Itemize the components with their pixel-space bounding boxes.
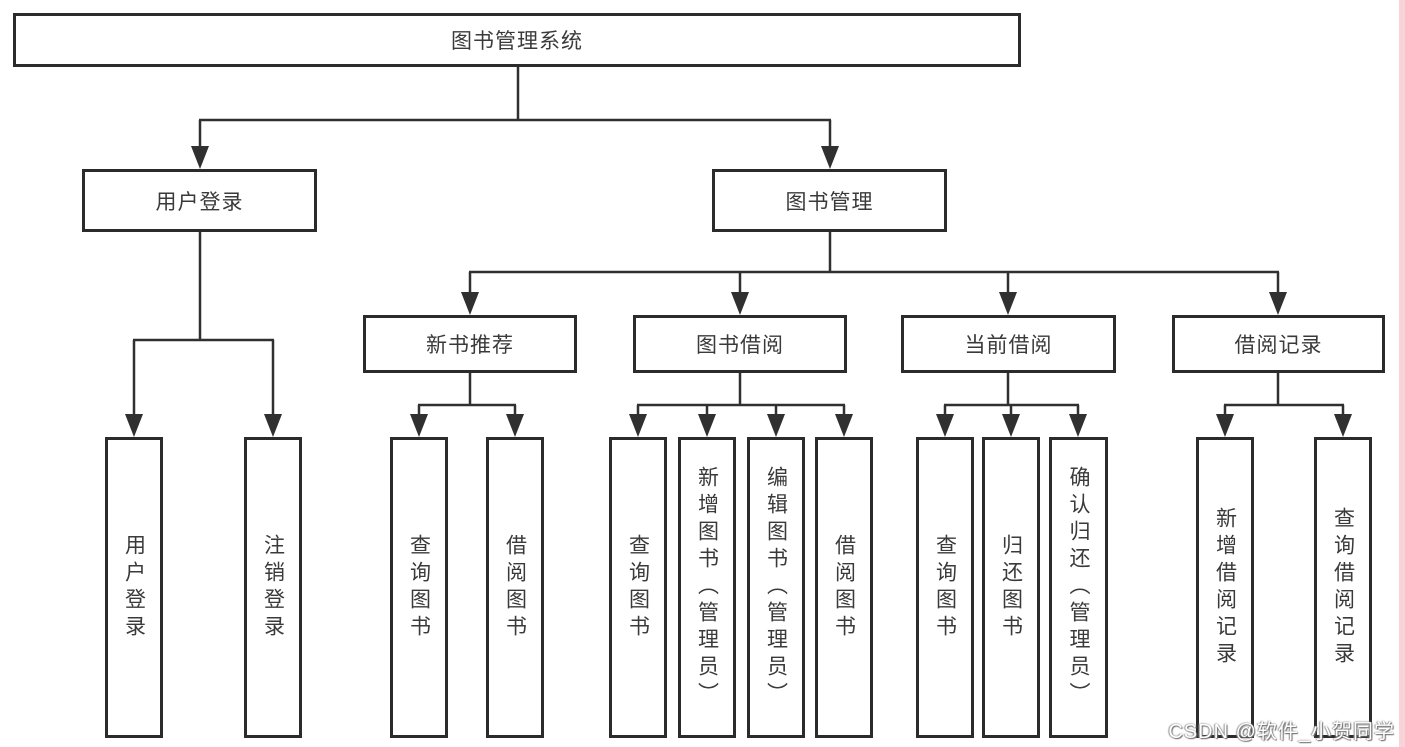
page-edge-strip [1399,0,1405,747]
leaf-edit-books-admin-label: 编辑图书（管理员） [764,466,788,709]
leaf-query-borrow-record-label: 查询借阅记录 [1331,506,1355,669]
leaf-add-books-admin: 新增图书（管理员） [678,437,736,738]
node-current-borrowing-label: 当前借阅 [964,334,1053,357]
leaf-query-books-current-label: 查询图书 [933,533,957,642]
leaf-query-books-borrow-label: 查询图书 [626,533,650,642]
leaf-query-books-recommend-label: 查询图书 [407,533,431,642]
leaf-borrow-books-label: 借阅图书 [832,533,856,642]
leaf-add-borrow-record: 新增借阅记录 [1196,437,1254,738]
node-borrowing-records-label: 借阅记录 [1234,334,1323,357]
leaf-borrow-books-recommend-label: 借阅图书 [503,533,527,642]
leaf-logout-label: 注销登录 [261,533,285,642]
node-new-book-recommendation-label: 新书推荐 [426,334,514,357]
leaf-query-books-current: 查询图书 [916,437,974,738]
leaf-add-books-admin-label: 新增图书（管理员） [695,466,719,709]
node-root-label: 图书管理系统 [451,30,583,53]
leaf-query-books-recommend: 查询图书 [390,437,448,738]
node-book-borrowing-label: 图书借阅 [696,334,784,357]
leaf-query-borrow-record: 查询借阅记录 [1314,437,1372,738]
leaf-user-login: 用户登录 [105,437,163,738]
leaf-edit-books-admin: 编辑图书（管理员） [747,437,805,738]
node-new-book-recommendation: 新书推荐 [363,315,577,373]
leaf-logout: 注销登录 [244,437,302,738]
node-root: 图书管理系统 [13,13,1021,67]
node-user-login: 用户登录 [82,169,317,232]
node-book-management: 图书管理 [712,169,947,232]
node-book-management-label: 图书管理 [785,190,874,214]
leaf-borrow-books-recommend: 借阅图书 [486,437,544,738]
leaf-borrow-books: 借阅图书 [815,437,873,738]
leaf-user-login-label: 用户登录 [122,533,146,642]
node-book-borrowing: 图书借阅 [633,315,847,373]
leaf-return-books-label: 归还图书 [999,533,1023,642]
node-current-borrowing: 当前借阅 [901,315,1116,373]
node-user-login-label: 用户登录 [155,190,244,214]
leaf-return-books: 归还图书 [982,437,1040,738]
leaf-add-borrow-record-label: 新增借阅记录 [1213,506,1237,669]
leaf-confirm-return-admin-label: 确认归还（管理员） [1067,466,1090,709]
arrowheads [125,146,1352,437]
node-borrowing-records: 借阅记录 [1172,315,1385,373]
leaf-query-books-borrow: 查询图书 [609,437,667,738]
watermark: CSDN @软件_小贺同学 [1168,721,1395,743]
leaf-confirm-return-admin: 确认归还（管理员） [1049,437,1108,738]
